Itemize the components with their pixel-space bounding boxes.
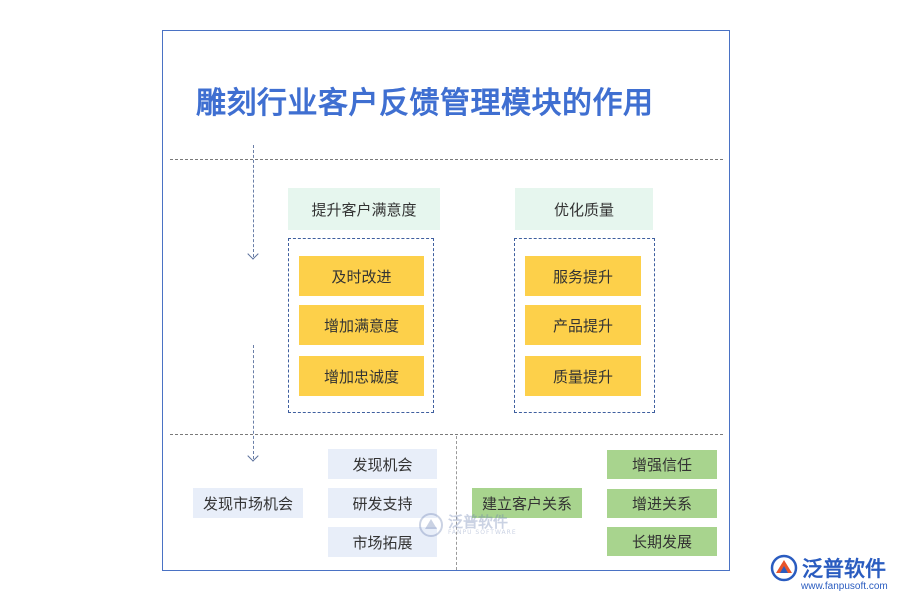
item-enhance-trust: 增强信任 (607, 450, 717, 479)
brand-name: 泛普软件 (802, 557, 886, 581)
item-discover-opportunity: 发现机会 (328, 449, 437, 479)
separator-middle (170, 434, 723, 435)
watermark-name: 泛普软件 (448, 512, 509, 531)
header-customer-satisfaction: 提升客户满意度 (288, 188, 440, 230)
group-customer-satisfaction (288, 238, 434, 413)
item-long-term-development: 长期发展 (607, 527, 717, 556)
item-product-improvement: 产品提升 (525, 305, 641, 345)
brand-logo: 泛普软件 (770, 553, 886, 583)
fanpu-logo-icon (419, 513, 443, 537)
root-discover-market-opportunity: 发现市场机会 (193, 488, 303, 518)
item-service-improvement: 服务提升 (525, 256, 641, 296)
watermark: 泛普软件 FANPU SOFTWARE (418, 512, 517, 538)
group-optimize-quality (514, 238, 655, 413)
section-divider (456, 436, 457, 570)
item-market-expansion: 市场拓展 (328, 527, 437, 557)
item-quality-improvement: 质量提升 (525, 356, 641, 396)
item-timely-improvement: 及时改进 (299, 256, 424, 296)
item-improve-relationship: 增进关系 (607, 489, 717, 518)
flow-line-1 (253, 145, 254, 257)
item-rd-support: 研发支持 (328, 488, 437, 518)
item-increase-satisfaction: 增加满意度 (299, 305, 424, 345)
flow-line-2 (253, 345, 254, 459)
watermark-subtitle: FANPU SOFTWARE (448, 528, 517, 536)
diagram-frame (162, 30, 730, 571)
page-title: 雕刻行业客户反馈管理模块的作用 (196, 86, 654, 121)
root-build-customer-relationship: 建立客户关系 (472, 488, 582, 518)
separator-top (170, 159, 723, 160)
item-increase-loyalty: 增加忠诚度 (299, 356, 424, 396)
fanpu-brand-icon (770, 554, 798, 582)
header-optimize-quality: 优化质量 (515, 188, 653, 230)
brand-url: www.fanpusoft.com (801, 581, 888, 592)
